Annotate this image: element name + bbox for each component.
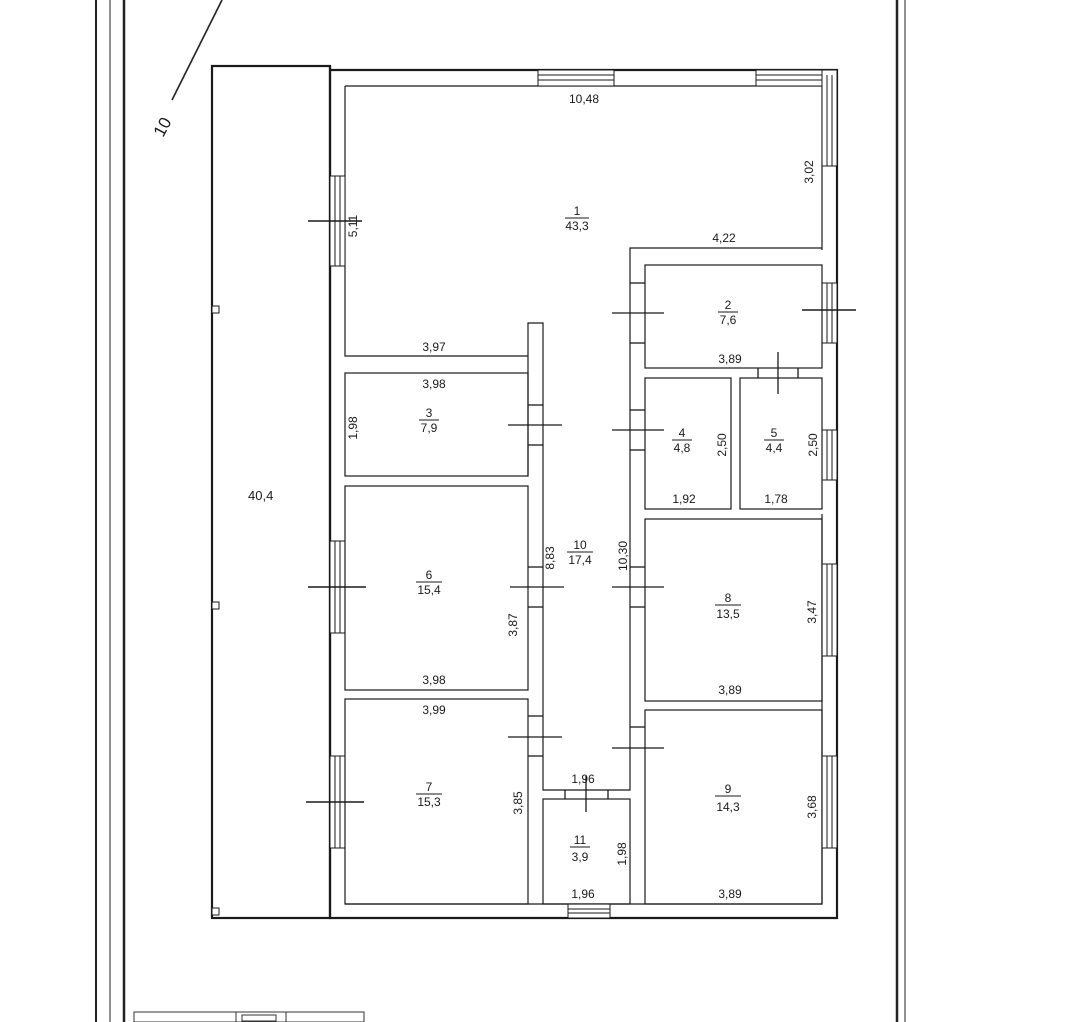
windows-right bbox=[802, 282, 856, 849]
dim-r7-right: 3,85 bbox=[511, 791, 525, 815]
room-number: 11 bbox=[574, 833, 587, 847]
dim-r1-step: 4,22 bbox=[712, 231, 736, 245]
room-number: 4 bbox=[679, 426, 686, 440]
dim-r5-right: 2,50 bbox=[806, 433, 820, 457]
dim-r11-right: 1,98 bbox=[615, 842, 629, 866]
room-number: 7 bbox=[426, 780, 433, 794]
room-area: 4,4 bbox=[766, 441, 783, 455]
dim-r6-bottom: 3,98 bbox=[422, 673, 446, 687]
dim-r6-right: 3,87 bbox=[506, 613, 520, 637]
room-area: 17,4 bbox=[568, 553, 592, 567]
dim-r4-right: 2,50 bbox=[715, 433, 729, 457]
dim-r1-bottom: 3,97 bbox=[422, 340, 446, 354]
dim-r1-right: 3,02 bbox=[802, 160, 816, 184]
room-11: 11 3,9 bbox=[570, 833, 590, 864]
room-labels: 1 43,3 2 7,6 3 7,9 4 4,8 5 4,4 6 15,4 bbox=[416, 204, 784, 864]
dim-r1-top: 10,48 bbox=[569, 92, 599, 106]
room-area: 14,3 bbox=[716, 800, 740, 814]
room-6: 6 15,4 bbox=[416, 568, 442, 597]
dim-r1-left: 5,11 bbox=[346, 214, 360, 237]
room-number: 9 bbox=[725, 782, 732, 796]
dim-r2-bottom: 3,89 bbox=[718, 352, 742, 366]
room-4: 4 4,8 bbox=[672, 426, 692, 455]
dim-r10-right: 10,30 bbox=[616, 541, 630, 571]
dim-r5-bottom: 1,78 bbox=[764, 492, 788, 506]
corner-window bbox=[755, 69, 838, 167]
room-10: 10 17,4 bbox=[567, 538, 593, 567]
room-2: 2 7,6 bbox=[718, 298, 738, 327]
room-area: 15,3 bbox=[417, 795, 441, 809]
dim-r4-bottom: 1,92 bbox=[672, 492, 696, 506]
windows-left bbox=[306, 175, 366, 849]
dim-r8-right: 3,47 bbox=[805, 600, 819, 624]
dim-r10-left: 8,83 bbox=[543, 546, 557, 570]
terrace-area: 40,4 bbox=[248, 488, 273, 503]
room-area: 7,6 bbox=[720, 313, 737, 327]
room-area: 15,4 bbox=[417, 583, 441, 597]
room-3: 3 7,9 bbox=[419, 406, 439, 435]
window-bottom bbox=[567, 903, 611, 919]
page-frame: 10 bbox=[95, 0, 906, 1022]
room-area: 43,3 bbox=[565, 219, 589, 233]
room-7: 7 15,3 bbox=[416, 780, 442, 809]
window-top bbox=[537, 69, 615, 87]
dim-r11-top: 1,96 bbox=[571, 772, 595, 786]
room-area: 3,9 bbox=[572, 850, 589, 864]
room-number: 1 bbox=[574, 204, 581, 218]
dim-r8-bottom: 3,89 bbox=[718, 683, 742, 697]
title-block bbox=[133, 1011, 365, 1022]
dim-r9-right: 3,68 bbox=[805, 795, 819, 819]
room-number: 2 bbox=[725, 298, 732, 312]
room-number: 3 bbox=[426, 406, 433, 420]
room-number: 10 bbox=[573, 538, 587, 552]
room-9: 9 14,3 bbox=[715, 782, 741, 814]
dim-r9-bottom: 3,89 bbox=[718, 887, 742, 901]
dimension-labels: 10,48 3,02 5,11 4,22 3,97 3,89 3,98 1,98… bbox=[346, 92, 820, 901]
dim-r7-top: 3,99 bbox=[422, 703, 446, 717]
north-label: 10 bbox=[150, 114, 176, 140]
room-number: 6 bbox=[426, 568, 433, 582]
room-area: 13,5 bbox=[716, 607, 740, 621]
dim-r11-bottom: 1,96 bbox=[571, 887, 595, 901]
door-marks bbox=[508, 282, 799, 812]
room-1: 1 43,3 bbox=[565, 204, 589, 233]
dim-r3-left: 1,98 bbox=[346, 416, 360, 440]
room-area: 4,8 bbox=[674, 441, 691, 455]
room-area: 7,9 bbox=[421, 421, 438, 435]
room-number: 8 bbox=[725, 591, 732, 605]
room-5: 5 4,4 bbox=[764, 426, 784, 455]
room-number: 5 bbox=[771, 426, 778, 440]
dim-r3-top: 3,98 bbox=[422, 377, 446, 391]
interior-walls bbox=[344, 247, 823, 905]
room-8: 8 13,5 bbox=[715, 591, 741, 621]
